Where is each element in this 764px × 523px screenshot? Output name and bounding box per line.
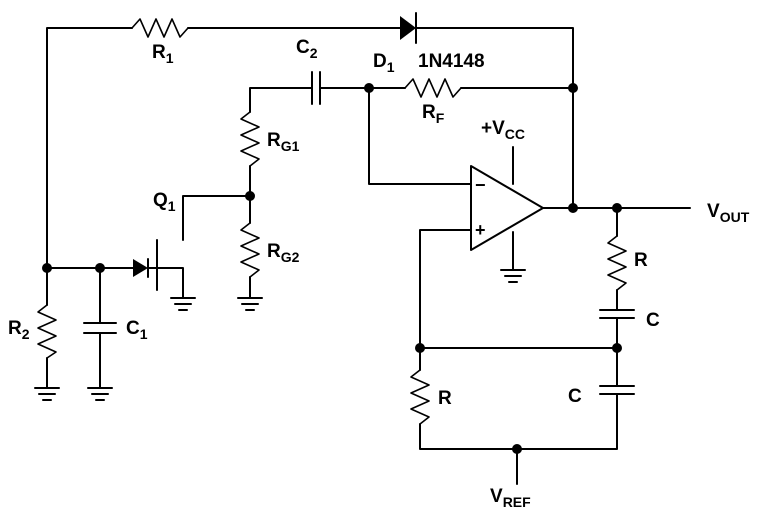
diode-d1 [400, 12, 417, 44]
label-rg2: RG2 [267, 241, 300, 265]
label-vcc: +VCC [481, 118, 525, 142]
c2-wire [249, 87, 370, 113]
opamp-triangle [470, 165, 544, 251]
capacitor-c1 [83, 322, 117, 334]
resistor-r2 [37, 304, 57, 359]
junction-dot [42, 263, 52, 273]
junction-dots [42, 83, 622, 454]
label-d1: D1 [373, 51, 395, 75]
resistor-rf [404, 78, 462, 98]
junction-dot [364, 83, 374, 93]
jfet-q1 [156, 195, 251, 299]
ground-symbol-r2 [34, 387, 60, 401]
capacitor-c-upper [599, 309, 635, 319]
resistor-rg1 [240, 111, 260, 167]
label-r-upper: R [634, 250, 648, 271]
ground-symbol-c1 [87, 387, 113, 401]
label-c-lower: C [568, 386, 582, 407]
junction-dot [415, 343, 425, 353]
capacitor-c-lower [599, 385, 635, 395]
ground-symbol-opamp [500, 269, 526, 283]
label-q1: Q1 [153, 190, 176, 214]
junction-dot [612, 203, 622, 213]
label-r1: R1 [152, 42, 174, 66]
top-feedback-wire [46, 27, 574, 269]
label-r2: R2 [8, 318, 30, 342]
resistor-r-upper [607, 235, 627, 291]
resistor-r1 [131, 18, 189, 38]
label-c1: C1 [126, 318, 148, 342]
junction-dot [612, 343, 622, 353]
label-c-upper: C [646, 310, 660, 331]
capacitor-c2 [311, 71, 321, 105]
label-diode-part: 1N4148 [418, 51, 485, 72]
ground-symbol-rg2 [237, 297, 263, 311]
junction-dot [568, 203, 578, 213]
label-vout: VOUT [707, 201, 750, 225]
junction-dot [95, 263, 105, 273]
label-r-lower: R [438, 388, 452, 409]
diode-gate [133, 258, 158, 278]
label-rg1: RG1 [267, 130, 300, 154]
label-rf: RF [422, 102, 445, 126]
junction-dot [568, 83, 578, 93]
label-vref: VREF [490, 486, 531, 510]
junction-dot [512, 444, 522, 454]
rf-wires [368, 87, 574, 185]
opamp-minus-sign: − [475, 175, 486, 195]
resistor-rg2 [240, 222, 260, 278]
junction-dot [245, 191, 255, 201]
resistor-r-lower [410, 369, 430, 425]
label-c2: C2 [296, 37, 318, 61]
ground-symbol-q1 [170, 297, 196, 311]
noninverting-input-wire [419, 229, 472, 349]
opamp-plus-sign: + [475, 220, 486, 240]
